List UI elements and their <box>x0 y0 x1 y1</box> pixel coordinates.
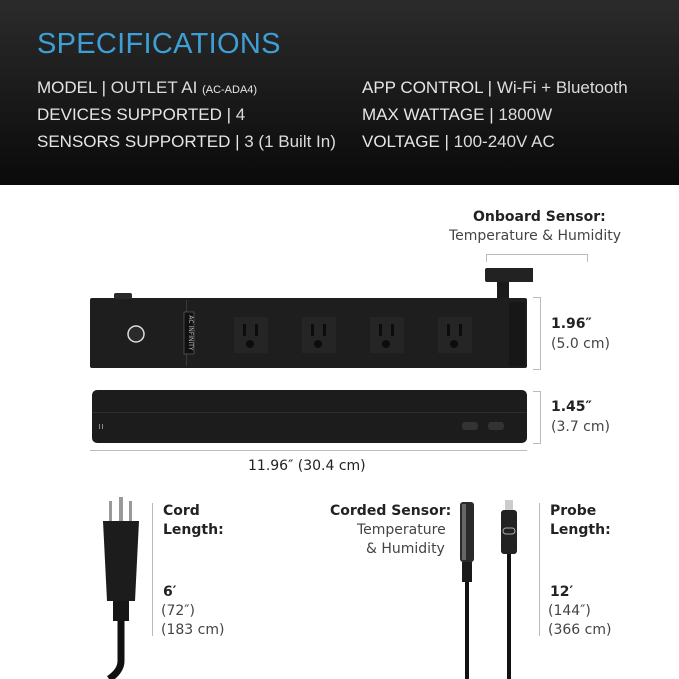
svg-text:AC INFINITY: AC INFINITY <box>187 315 194 350</box>
length-dimension: 11.96″ (30.4 cm) <box>248 458 366 474</box>
specs-header: SPECIFICATIONS MODEL | OUTLET AI (AC-ADA… <box>0 0 679 185</box>
cord-ft: 6′ <box>163 584 177 600</box>
cord-title-2: Length: <box>163 522 224 538</box>
probe-ft: 12′ <box>550 584 574 600</box>
corded-sensor-illustration <box>460 500 517 679</box>
spec-sensors: SENSORS SUPPORTED | 3 (1 Built In) <box>37 132 336 151</box>
probe-cm: (366 cm) <box>548 622 612 638</box>
spec-voltage: VOLTAGE | 100-240V AC <box>362 132 555 151</box>
corded-sensor-desc-2: & Humidity <box>366 541 445 557</box>
probe-in: (144″) <box>548 603 591 619</box>
page-title: SPECIFICATIONS <box>37 28 281 60</box>
outlet-side-view <box>92 390 527 443</box>
power-button-icon <box>127 325 145 343</box>
spec-devices: DEVICES SUPPORTED | 4 <box>37 105 246 124</box>
cord-title-1: Cord <box>163 503 200 519</box>
onboard-sensor-title: Onboard Sensor: <box>473 209 606 225</box>
onboard-sensor-desc: Temperature & Humidity <box>449 228 621 244</box>
height-top-cm: (5.0 cm) <box>551 336 610 352</box>
corded-sensor-desc-1: Temperature <box>357 522 446 538</box>
spec-app-control: APP CONTROL | Wi-Fi + Bluetooth <box>362 78 628 97</box>
cord-cm: (183 cm) <box>161 622 225 638</box>
outlet-sockets <box>234 317 472 353</box>
probe-title-2: Length: <box>550 522 611 538</box>
spec-model: MODEL | OUTLET AI (AC-ADA4) <box>37 78 258 97</box>
outlet-device-illustration: AC INFINITY <box>90 268 533 443</box>
onboard-sensor <box>485 268 533 282</box>
corded-sensor-title: Corded Sensor: <box>330 503 452 519</box>
height-side-cm: (3.7 cm) <box>551 419 610 435</box>
height-side-in: 1.45″ <box>551 399 592 415</box>
spec-wattage: MAX WATTAGE | 1800W <box>362 105 553 124</box>
power-plug-illustration <box>103 497 139 679</box>
cord-in: (72″) <box>161 603 195 619</box>
probe-title-1: Probe <box>550 503 597 519</box>
height-top-in: 1.96″ <box>551 316 592 332</box>
